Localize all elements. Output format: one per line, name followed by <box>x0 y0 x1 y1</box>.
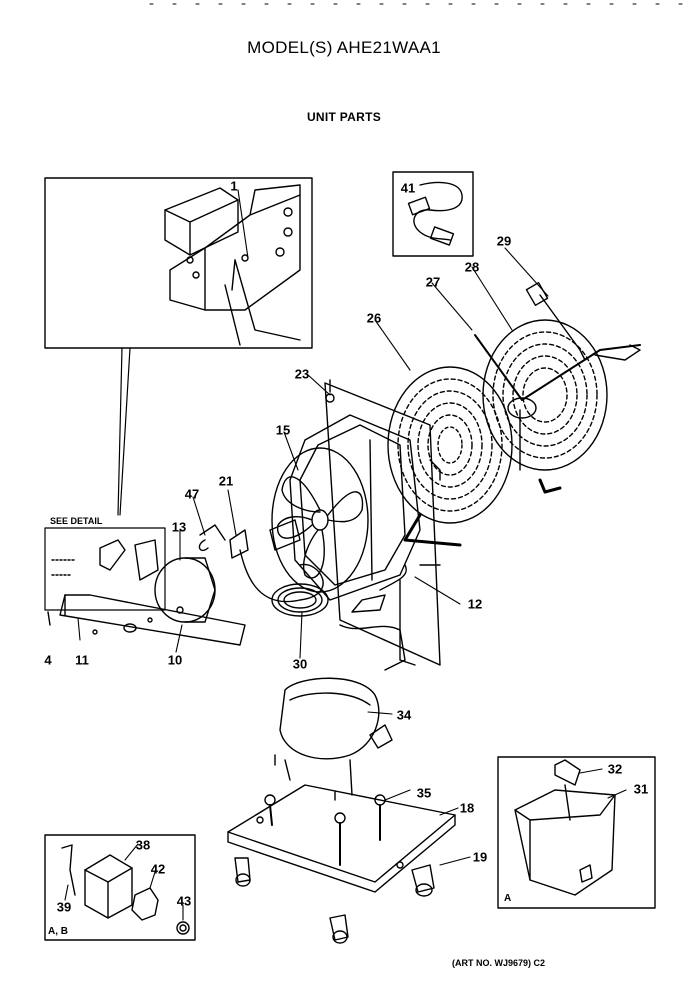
callout-41: 41 <box>400 180 416 196</box>
callout-32: 32 <box>607 761 623 777</box>
page-title: MODEL(S) AHE21WAA1 <box>247 38 441 57</box>
fan-blade-15 <box>271 447 369 593</box>
callout-1: 1 <box>230 178 238 194</box>
leader-lines <box>64 189 627 921</box>
callout-27: 27 <box>425 274 441 290</box>
callout-35: 35 <box>416 785 432 801</box>
water-tray-inset <box>497 756 656 909</box>
callout-38: 38 <box>135 837 151 853</box>
callout-31: 31 <box>633 781 649 797</box>
callout-11: 11 <box>75 652 89 668</box>
tray-inset-label: A <box>504 893 512 904</box>
callout-18: 18 <box>459 800 475 816</box>
callout-39: 39 <box>56 899 72 915</box>
condenser-coil-26 <box>387 366 513 547</box>
capacitor-assembly <box>44 527 246 646</box>
page-subtitle: UNIT PARTS <box>306 110 382 124</box>
callout-26: 26 <box>366 310 382 326</box>
callout-43: 43 <box>176 893 192 909</box>
callout-29: 29 <box>496 233 512 249</box>
fan-motor-area <box>198 519 407 671</box>
see-detail-label: SEE DETAIL <box>50 516 103 526</box>
callout-4: 4 <box>44 652 52 668</box>
cord-inset <box>392 171 474 257</box>
callout-19: 19 <box>472 849 488 865</box>
callout-10: 10 <box>167 652 183 668</box>
callout-23: 23 <box>294 366 310 382</box>
condenser-coil-28 <box>474 282 641 494</box>
art-number: (ART NO. WJ9679) C2 <box>452 958 546 968</box>
callout-42: 42 <box>150 861 166 877</box>
callout-34: 34 <box>396 707 412 723</box>
detail-inset <box>44 177 313 516</box>
callout-15: 15 <box>275 422 291 438</box>
relay-inset-label: A, B <box>48 926 68 937</box>
callout-13: 13 <box>171 519 187 535</box>
base-plate-18 <box>227 784 456 944</box>
callout-28: 28 <box>464 259 480 275</box>
callout-47: 47 <box>184 486 200 502</box>
compressor-34 <box>274 677 393 801</box>
fan-shroud-23 <box>289 379 441 666</box>
callout-30: 30 <box>292 656 308 672</box>
callout-21: 21 <box>218 473 234 489</box>
callout-12: 12 <box>467 596 483 612</box>
